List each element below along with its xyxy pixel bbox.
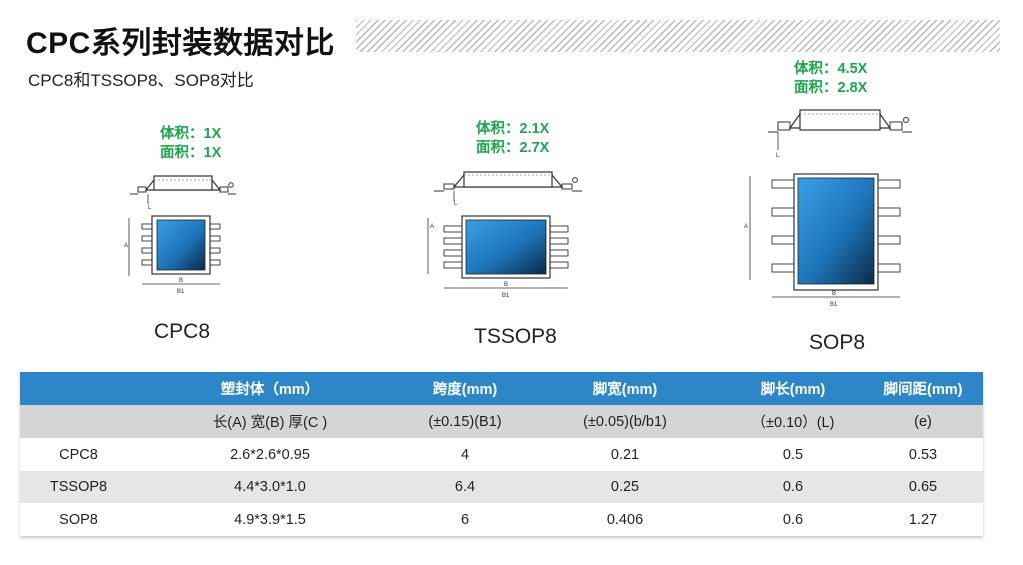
tssop8-b1-dim-label: B1: [502, 293, 510, 299]
table-cell: 1.27: [863, 503, 983, 536]
tssop8-b-dim-label: B: [504, 282, 508, 288]
table-cell: 0.21: [527, 438, 723, 471]
table-subheader-cell: 长(A) 宽(B) 厚(C ): [137, 405, 403, 438]
sop8-a-dim-label: A: [744, 224, 748, 230]
tssop8-a-dim-label: A: [430, 224, 434, 230]
sop8-top-view-drawing: A B B1: [744, 173, 901, 308]
tssop8-l-dim-label: L: [454, 201, 458, 207]
table-cell: 4.4*3.0*1.0: [137, 471, 403, 503]
table-cell: 0.5: [723, 438, 863, 471]
cpc8-area-ratio: 面积：1X: [160, 145, 222, 161]
tssop8-volume-ratio: 体积：2.1X: [476, 121, 550, 137]
table-cell: 0.65: [863, 471, 983, 503]
sop8-area-ratio: 面积：2.8X: [794, 80, 868, 96]
table-header-cell: 塑封体（mm）: [137, 372, 403, 405]
table-cell: 0.53: [863, 438, 983, 471]
page-subtitle: CPC8和TSSOP8、SOP8对比: [28, 71, 254, 90]
sop8-b-dim-label: B: [832, 291, 836, 297]
sop8-volume-ratio: 体积：4.5X: [794, 61, 868, 77]
table-cell: 4.9*3.9*1.5: [137, 503, 403, 536]
table-subheader-row: 长(A) 宽(B) 厚(C ) (±0.15)(B1) (±0.05)(b/b1…: [20, 405, 983, 438]
table-subheader-cell: [20, 405, 137, 438]
table-cell: TSSOP8: [20, 471, 137, 503]
table-row: TSSOP8 4.4*3.0*1.0 6.4 0.25 0.6 0.65: [20, 471, 983, 503]
cpc8-ratio: 体积：1X 面积：1X: [160, 125, 221, 163]
sop8-b1-dim-label: B1: [830, 302, 838, 308]
page-title: CPC系列封装数据对比: [26, 27, 335, 60]
sop8-ratio: 体积：4.5X 面积：2.8X: [794, 60, 867, 98]
cpc8-b1-dim-label: B1: [177, 289, 185, 295]
table-row: CPC8 2.6*2.6*0.95 4 0.21 0.5 0.53: [20, 438, 983, 471]
table-header-cell: 跨度(mm): [403, 372, 527, 405]
cpc8-package-name: CPC8: [154, 320, 211, 343]
table-row: SOP8 4.9*3.9*1.5 6 0.406 0.6 1.27: [20, 503, 983, 536]
cpc8-b-dim-label: B: [179, 278, 183, 284]
table-cell: SOP8: [20, 503, 137, 536]
table-header-cell: [20, 372, 137, 405]
tssop8-package-name: TSSOP8: [474, 325, 557, 348]
tssop8-top-view-drawing: A B B1: [427, 215, 569, 299]
cpc8-volume-ratio: 体积：1X: [160, 126, 222, 142]
cpc8-top-view-drawing: A B B1: [124, 215, 221, 295]
package-spec-table: 塑封体（mm） 跨度(mm) 脚宽(mm) 脚长(mm) 脚间距(mm) 长(A…: [20, 372, 983, 536]
table-cell: 0.25: [527, 471, 723, 503]
tssop8-ratio: 体积：2.1X 面积：2.7X: [476, 120, 549, 158]
table-header-cell: 脚宽(mm): [527, 372, 723, 405]
cpc8-a-dim-label: A: [124, 243, 128, 249]
table-subheader-cell: (±0.05)(b/b1): [527, 405, 723, 438]
table-cell: 0.406: [527, 503, 723, 536]
tssop8-area-ratio: 面积：2.7X: [476, 140, 550, 156]
cpc8-side-view-drawing: L: [130, 175, 236, 211]
cpc8-l-dim-label: L: [148, 205, 152, 211]
table-header-row: 塑封体（mm） 跨度(mm) 脚宽(mm) 脚长(mm) 脚间距(mm): [20, 372, 983, 405]
table-cell: 4: [403, 438, 527, 471]
table-subheader-cell: (e): [863, 405, 983, 438]
table-header-cell: 脚长(mm): [723, 372, 863, 405]
sop8-l-dim-label: L: [776, 153, 780, 159]
table-cell: CPC8: [20, 438, 137, 471]
table-cell: 0.6: [723, 503, 863, 536]
title-hatch-decoration: [356, 20, 1000, 52]
table-subheader-cell: (±0.15)(B1): [403, 405, 527, 438]
table-cell: 6: [403, 503, 527, 536]
table-cell: 2.6*2.6*0.95: [137, 438, 403, 471]
table-cell: 6.4: [403, 471, 527, 503]
sop8-package-name: SOP8: [809, 331, 866, 354]
table-subheader-cell: （±0.10）(L): [723, 405, 863, 438]
table-cell: 0.6: [723, 471, 863, 503]
tssop8-side-view-drawing: L: [434, 171, 582, 207]
sop8-side-view-drawing: L: [768, 109, 912, 159]
table-header-cell: 脚间距(mm): [863, 372, 983, 405]
